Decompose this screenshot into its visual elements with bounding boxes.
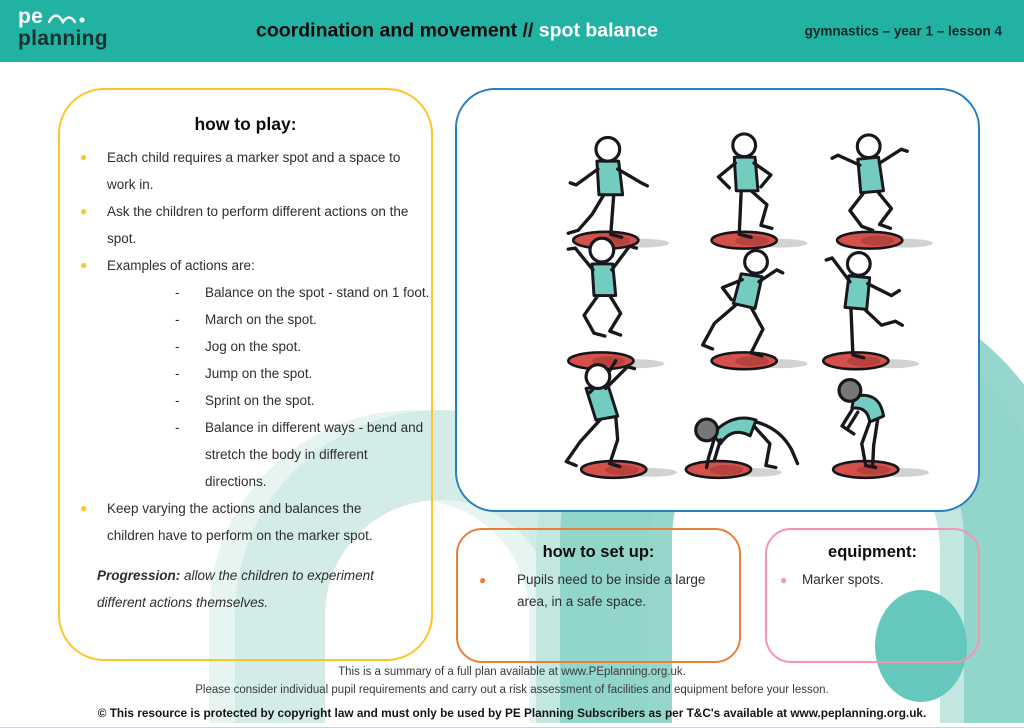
- figure-balance-one-foot: [566, 135, 671, 250]
- dash-icon: -: [175, 420, 180, 435]
- pe-planning-logo: pe planning: [18, 6, 108, 49]
- figure-balance-reach: [821, 250, 921, 371]
- logo-pe-text: pe: [18, 5, 44, 28]
- how-to-set-up-heading: how to set up:: [542, 543, 655, 561]
- equipment-box: equipment: ● Marker spots.: [765, 528, 980, 663]
- footer-summary-line: This is a summary of a full plan availab…: [338, 666, 686, 678]
- dash-icon: -: [175, 285, 180, 300]
- bullet-dot-icon: ●: [80, 258, 88, 272]
- how-to-play-box: how to play: ● Each child requires a mar…: [58, 88, 433, 661]
- equipment-heading: equipment:: [828, 543, 917, 561]
- equipment-bullet: ● Marker spots.: [767, 569, 978, 591]
- spot-balance-illustration-box: [455, 88, 980, 512]
- setup-bullet: ● Pupils need to be inside a large area,…: [458, 569, 739, 613]
- play-sub-bullet: - Jog on the spot.: [60, 333, 431, 360]
- logo-planning-text: planning: [18, 27, 108, 50]
- how-to-play-heading: how to play:: [194, 114, 297, 134]
- figure-pike-bend: [684, 416, 800, 480]
- bullet-dot-icon: ●: [479, 573, 487, 587]
- play-bullet: ● Examples of actions are:: [60, 252, 431, 279]
- play-sub-bullet: - Jump on the spot.: [60, 360, 431, 387]
- play-bullet: ● Keep varying the actions and balances …: [60, 495, 431, 549]
- dash-icon: -: [175, 339, 180, 354]
- figure-stretch-lunge: [564, 359, 679, 480]
- page-title-dark: coordination and movement //: [256, 19, 534, 42]
- children-on-spots-illustration: [564, 132, 935, 480]
- dash-icon: -: [175, 393, 180, 408]
- page-title: coordination and movement // spot balanc…: [256, 20, 658, 43]
- dash-icon: -: [175, 312, 180, 327]
- figure-march: [710, 132, 809, 250]
- play-sub-bullet: - Balance in different ways - bend and s…: [60, 414, 431, 495]
- figure-jump: [566, 236, 666, 371]
- page-title-light: spot balance: [538, 19, 658, 42]
- dash-icon: -: [175, 366, 180, 381]
- footer-copyright-line: © This resource is protected by copyrigh…: [97, 706, 927, 720]
- play-sub-bullet: - Sprint on the spot.: [60, 387, 431, 414]
- bullet-dot-icon: ●: [80, 204, 88, 218]
- progression-note: Progression: allow the children to exper…: [97, 562, 399, 616]
- header-banner: pe planning coordination and movement //…: [0, 0, 1024, 62]
- figure-sprint: [700, 249, 809, 371]
- logo-bounce-icon: [47, 14, 85, 25]
- play-sub-bullet: - March on the spot.: [60, 306, 431, 333]
- footer-risk-line: Please consider individual pupil require…: [195, 684, 829, 696]
- play-sub-bullet: - Balance on the spot - stand on 1 foot.: [60, 279, 431, 306]
- figure-curl: [831, 377, 931, 480]
- play-bullet: ● Ask the children to perform different …: [60, 198, 431, 252]
- figure-hop: [830, 133, 935, 250]
- bullet-dot-icon: ●: [80, 150, 88, 164]
- how-to-set-up-box: how to set up: ● Pupils need to be insid…: [456, 528, 741, 663]
- bullet-dot-icon: ●: [80, 501, 88, 515]
- deco-circle: [875, 590, 967, 702]
- lesson-meta: gymnastics – year 1 – lesson 4: [804, 23, 1002, 39]
- play-bullet: ● Each child requires a marker spot and …: [60, 144, 431, 198]
- progression-text: allow the children to experiment differe…: [97, 568, 374, 610]
- progression-label: Progression:: [97, 568, 181, 583]
- bullet-dot-icon: ●: [780, 573, 788, 587]
